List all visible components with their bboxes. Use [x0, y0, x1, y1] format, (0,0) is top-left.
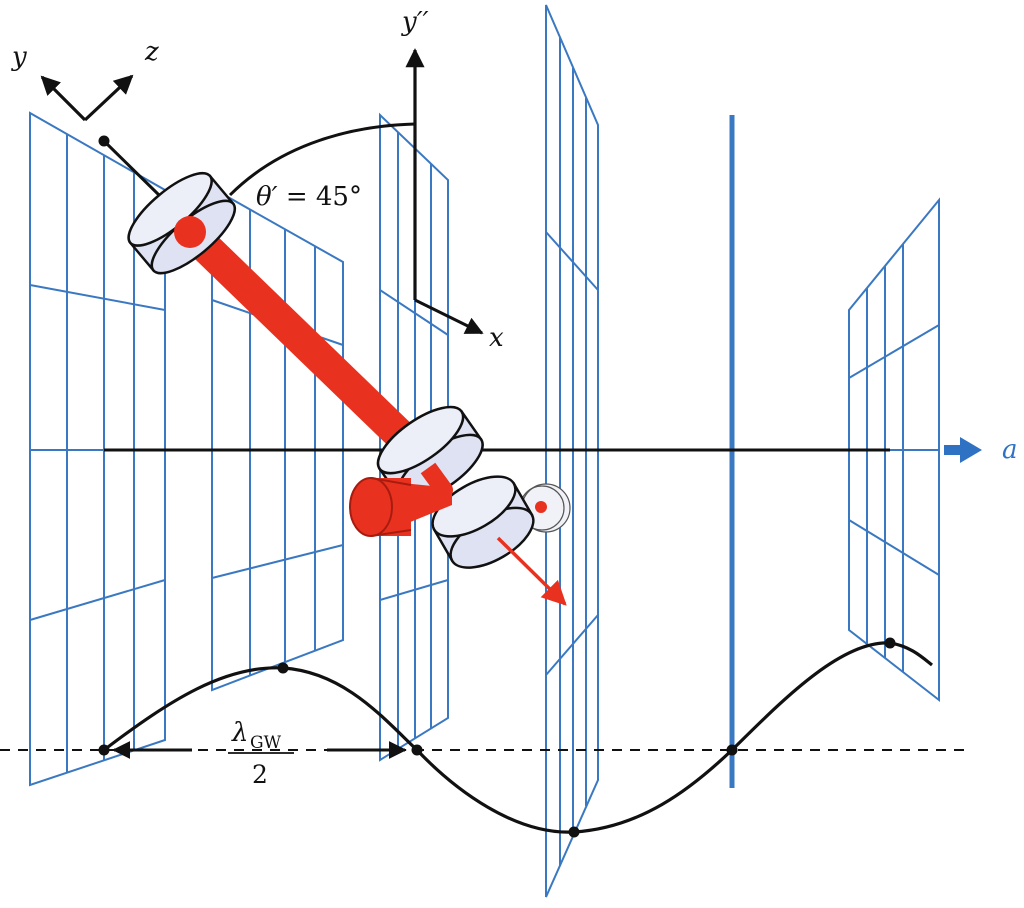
axis-y-label: y	[11, 42, 27, 72]
svg-text:GW: GW	[250, 733, 282, 753]
half-wavelength-label: λ GW 2	[228, 718, 294, 789]
axis-z-label: z	[144, 37, 159, 67]
ghost-beam-dot	[535, 501, 547, 513]
red-direction-arrow	[496, 536, 567, 606]
svg-text:λ: λ	[231, 718, 248, 748]
red-beam-bend	[405, 462, 453, 518]
axis-y-double-prime-label: y′′	[401, 7, 429, 37]
wavefront-panel-5	[848, 197, 940, 703]
axis-x-label: x	[489, 323, 504, 353]
mirror-disk-2	[376, 405, 484, 503]
svg-text:θ′ = 45°: θ′ = 45°	[256, 182, 362, 212]
red-cylinder	[349, 477, 412, 537]
rod-tip-line	[102, 139, 162, 198]
mirror-disk-3	[431, 475, 535, 569]
gravitational-wave-curve	[103, 641, 933, 834]
propagation-arrow-icon	[944, 437, 982, 463]
beam-end-cap-1	[174, 216, 206, 248]
red-beam-main	[174, 216, 416, 451]
yz-axes	[40, 74, 134, 122]
rod-tip-point	[98, 135, 110, 147]
wavefront-panel-1	[29, 111, 166, 787]
angle-arc	[228, 122, 416, 197]
x-axis	[414, 298, 484, 335]
svg-text:2: 2	[252, 760, 268, 789]
angle-label: θ′ = 45°	[256, 182, 362, 212]
axis-a-label: a	[1002, 435, 1018, 465]
wave-node-points	[98, 637, 896, 838]
